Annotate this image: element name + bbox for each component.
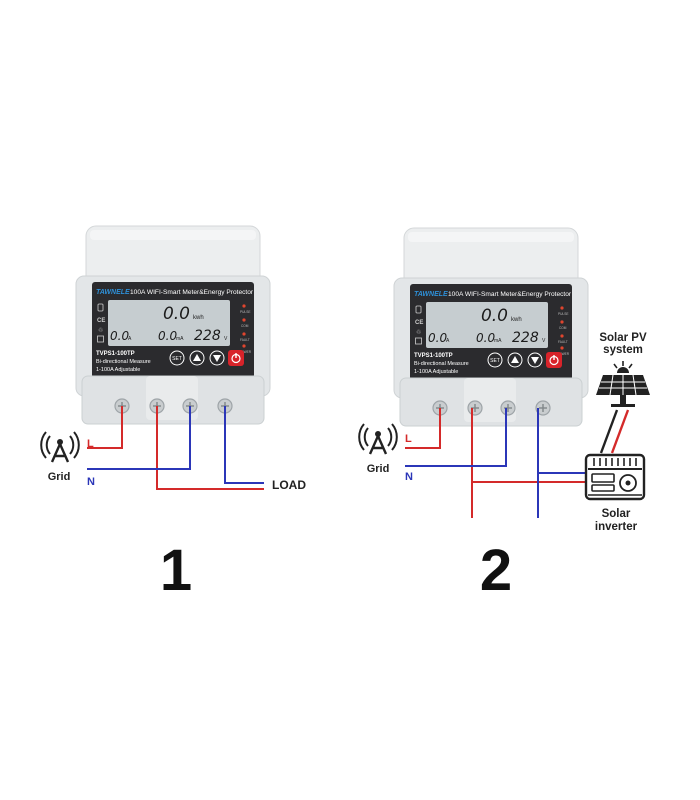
lcd-leak-value: 0.0 [476,331,495,345]
set-button[interactable]: SET [487,352,503,368]
meter-title: 100A WIFI-Smart Meter&Energy Protector [130,289,254,296]
smart-meter-1: TAWNELE 100A WIFI-Smart Meter&Energy Pro… [75,225,271,425]
meter-model: TVPS1-100TP [96,351,135,357]
meter-side-icons: CE ♲ [415,305,423,345]
line-label-2: L [405,433,412,445]
led-pulse-label: PULSE [558,312,568,316]
lcd-screen [426,302,548,348]
meter-model: TVPS1-100TP [414,353,453,359]
lcd-leak-value: 0.0 [158,329,177,343]
lcd-energy-unit: kwh [511,317,522,323]
line-wire-load-1 [156,406,264,490]
solar-inverter-icon [584,453,646,501]
lcd-energy-value: 0.0 [481,306,508,326]
solar-pv-label-line1: Solar PV [599,332,647,344]
double-insulation-icon [97,335,104,343]
lcd-current-value: 0.0 [110,329,129,343]
set-button[interactable]: SET [169,350,185,366]
down-button[interactable] [209,350,225,366]
lcd-screen [108,300,230,346]
power-button[interactable] [228,350,244,366]
pv-cable-red [610,409,630,454]
status-leds: PULSE COM FAULT POWER [557,306,570,356]
neutral-label-2: N [405,471,413,483]
down-button[interactable] [527,352,543,368]
lcd-voltage-value: 228 [194,328,221,344]
meter-title: 100A WIFI-Smart Meter&Energy Protector [448,291,572,298]
wires-1 [87,406,264,490]
solar-panel-icon [596,361,650,407]
inverter-label-line1: Solar [602,508,631,520]
neutral-label-1: N [87,476,95,488]
ce-mark-icon: CE [97,318,105,324]
meter-feature-1: Bi-directional Measure [96,359,151,365]
grid-label-2: Grid [367,463,390,475]
lcd-current-unit: A [446,338,450,344]
grid-tower-icon [40,431,80,463]
lcd-leak-unit: mA [494,338,502,344]
set-button-label: SET [490,358,500,364]
grid-label-1: Grid [48,471,71,483]
lcd-energy-unit: kwh [193,315,204,321]
arrow-up-icon [193,354,201,361]
lcd-current-unit: A [128,336,132,342]
diagram-number-1: 1 [160,538,192,603]
meter-feature-1: Bi-directional Measure [414,361,469,367]
line-wire-grid-2 [405,408,441,449]
wires-2 [405,408,585,518]
arrow-down-icon [213,355,221,362]
smart-meter-2: TAWNELE 100A WIFI-Smart Meter&Energy Pro… [393,227,589,427]
phone-icon [415,305,422,314]
led-pulse-label: PULSE [240,310,250,314]
lcd-voltage-unit: V [542,338,546,344]
lcd-current-value: 0.0 [428,331,447,345]
power-button[interactable] [546,352,562,368]
set-button-label: SET [172,356,182,362]
recycle-icon: ♲ [98,327,103,334]
led-power-label: POWER [239,350,252,354]
meter-side-icons: CE ♲ [97,303,105,343]
arrow-up-icon [511,356,519,363]
double-insulation-icon [415,337,422,345]
diagram-2: TAWNELE 100A WIFI-Smart Meter&Energy Pro… [358,227,650,603]
load-label: LOAD [272,478,306,492]
lcd-voltage-unit: V [224,336,228,342]
line-wire-grid-1 [87,406,123,449]
diagram-1: TAWNELE 100A WIFI-Smart Meter&Energy Pro… [40,225,306,603]
led-fault-label: FAULT [558,340,568,344]
grid-tower-icon [358,423,398,455]
arrow-down-icon [531,357,539,364]
neutral-wire-load-1 [224,406,264,484]
led-fault-label: FAULT [240,338,250,342]
meter-brand: TAWNELE [414,291,448,298]
pv-cable-dark [599,409,619,454]
lcd-energy-value: 0.0 [163,304,190,324]
lcd-leak-unit: mA [176,336,184,342]
phone-icon [97,303,104,312]
neutral-wire-grid-2 [405,408,507,467]
up-button[interactable] [189,350,205,366]
solar-pv-label-line2: system [603,344,643,356]
meter-brand: TAWNELE [96,289,130,296]
up-button[interactable] [507,352,523,368]
status-leds: PULSE COM FAULT POWER [239,304,252,354]
lcd-voltage-value: 228 [512,330,539,346]
recycle-icon: ♲ [416,329,421,336]
inverter-label-line2: inverter [595,521,638,533]
meter-feature-2: 1-100A Adjustable [96,367,140,373]
ce-mark-icon: CE [415,320,423,326]
led-power-label: POWER [557,352,570,356]
diagram-number-2: 2 [480,538,512,603]
neutral-wire-grid-1 [87,406,191,470]
led-com-label: COM [241,324,249,328]
led-com-label: COM [559,326,567,330]
meter-feature-2: 1-100A Adjustable [414,369,458,375]
line-label-1: L [87,438,94,450]
